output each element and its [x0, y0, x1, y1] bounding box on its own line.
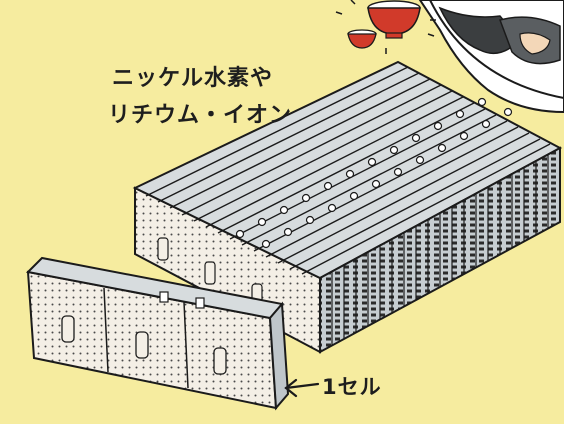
battery-type-label-line1: ニッケル水素や: [112, 66, 274, 91]
small-rice-bowl-icon: [347, 29, 377, 49]
arrow-left-icon: [284, 378, 320, 398]
cell-label: 1セル: [322, 375, 382, 399]
rice-bowl-icon: [367, 0, 421, 39]
car-interior: [438, 6, 561, 65]
battery-type-label-line2: リチウム・イオン: [108, 103, 293, 128]
battery-pack: [132, 60, 563, 354]
single-cell: [25, 256, 290, 411]
thought-bubble: [418, 0, 564, 114]
steam-marks: [335, 0, 436, 54]
